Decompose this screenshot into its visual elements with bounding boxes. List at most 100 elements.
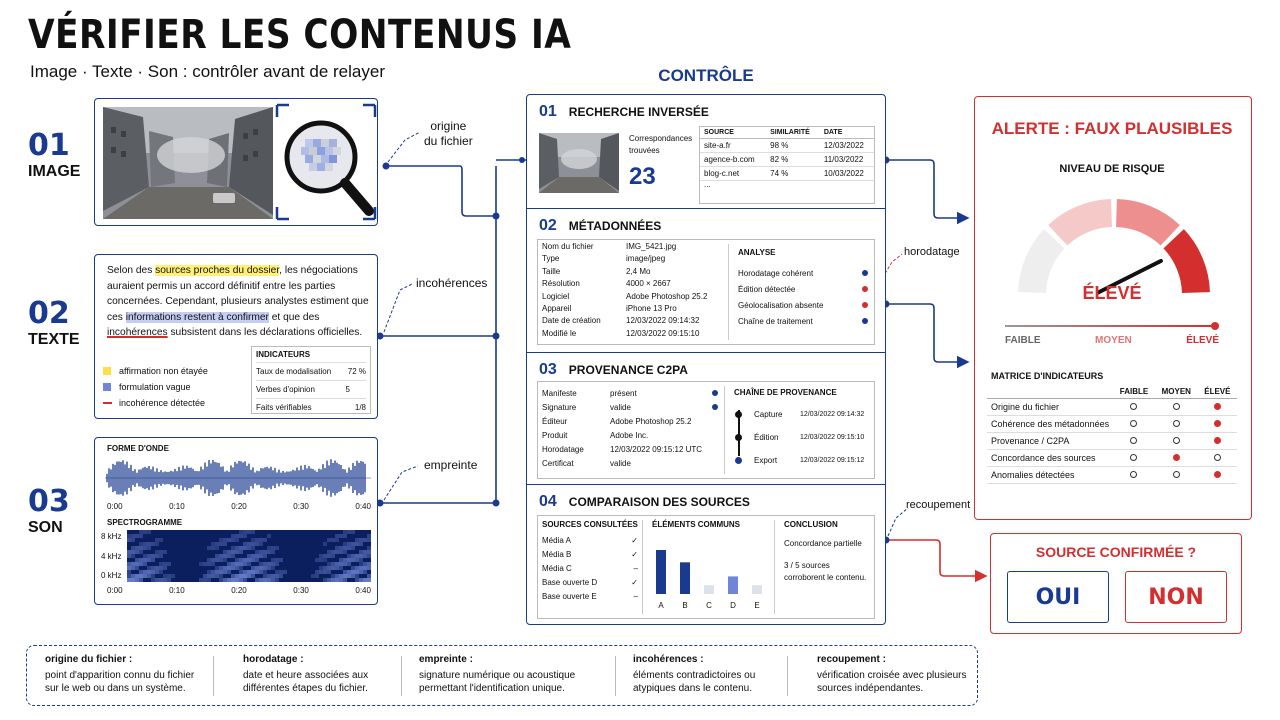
c2pa-key: Horodatage xyxy=(542,444,584,454)
spectrogram-cell xyxy=(215,574,219,578)
spectrogram-cell xyxy=(131,550,135,554)
text-legend: affirmation non étayée formulation vague… xyxy=(103,363,208,411)
text-segment: , les négociations auraient permis un ac… xyxy=(107,265,369,323)
spectrogram-cell xyxy=(139,558,143,562)
no-button[interactable]: NON xyxy=(1125,571,1227,623)
gauge-value: ÉLEVÉ xyxy=(1082,283,1142,303)
status-dot xyxy=(862,318,868,324)
c2pa-key: Certificat xyxy=(542,458,574,468)
spectrogram-cell xyxy=(135,550,139,554)
spectrogram-cell xyxy=(367,534,371,538)
glossary-definition: vérification croisée avec plusieurs sour… xyxy=(817,670,967,694)
meta-key: Nom du fichier xyxy=(542,242,594,251)
spectrogram-cell xyxy=(227,570,231,574)
spectrogram-cell xyxy=(151,578,155,582)
spectrogram-cell xyxy=(231,578,235,582)
spectrogram-cell xyxy=(159,570,163,574)
date-cell: 12/03/2022 xyxy=(819,138,874,153)
spectrogram-cell xyxy=(155,542,159,546)
spectrogram-cell xyxy=(343,574,347,578)
bar-label: A xyxy=(658,601,664,610)
c2pa-value: Adobe Photoshop 25.2 xyxy=(610,416,692,426)
consulted-item: Média B✓ xyxy=(542,547,638,561)
check-icon: ✓ xyxy=(631,577,638,587)
spectrogram-cell xyxy=(143,574,147,578)
spectrogram-cell xyxy=(207,578,211,582)
spectrogram-cell xyxy=(243,542,247,546)
spectrogram-cell xyxy=(235,566,239,570)
spectrogram-cell xyxy=(235,534,239,538)
spectrogram-cell xyxy=(223,570,227,574)
category-number: 02 xyxy=(28,296,70,331)
section-number: 04 xyxy=(539,493,557,510)
spectrogram-cell xyxy=(139,546,143,550)
spectrogram-cell xyxy=(339,546,343,550)
spectrogram-cell xyxy=(327,550,331,554)
spectrogram-cell xyxy=(127,574,131,578)
spectrogram-cell xyxy=(347,558,351,562)
table-row[interactable]: agence-b.com 82 % 11/03/2022 xyxy=(700,152,874,167)
spectrogram-cell xyxy=(271,574,275,578)
spectrogram-cell xyxy=(347,546,351,550)
c2pa-key: Éditeur xyxy=(542,416,568,426)
spectrogram-cell xyxy=(163,574,167,578)
spectrogram-cell xyxy=(131,566,135,570)
spectrogram-cell xyxy=(275,578,279,582)
spectrogram-cell xyxy=(331,566,335,570)
spectrogram-cell xyxy=(163,578,167,582)
spectrogram-cell xyxy=(363,578,367,582)
spectrogram-cell xyxy=(331,574,335,578)
spectrogram-cell xyxy=(335,546,339,550)
spectrogram-cell xyxy=(267,534,271,538)
legend-label: formulation vague xyxy=(119,382,191,392)
section-title: RECHERCHE INVERSÉE xyxy=(568,105,709,119)
consulted-item: Média A✓ xyxy=(542,533,638,547)
spectrogram-cell xyxy=(135,534,139,538)
spectrogram-cell xyxy=(239,546,243,550)
spectrogram-cell xyxy=(255,566,259,570)
spectrogram-cell xyxy=(127,566,131,570)
spectrogram-cell xyxy=(347,574,351,578)
matrix-row-label: Cohérence des métadonnées xyxy=(987,415,1114,433)
filled-dot-icon xyxy=(1213,403,1221,410)
gauge-segment xyxy=(1048,199,1112,246)
glossary-term: recoupement : xyxy=(817,654,886,665)
spectrogram-cell xyxy=(355,558,359,562)
spectrogram-cell xyxy=(247,558,251,562)
table-row[interactable]: site-a.fr 98 % 12/03/2022 xyxy=(700,138,874,153)
spectrogram-cell xyxy=(151,554,155,558)
consulted-item: Base ouverte E– xyxy=(542,589,638,603)
yes-button[interactable]: OUI xyxy=(1007,571,1109,623)
table-row[interactable]: blog-c.net 74 % 10/03/2022 xyxy=(700,166,874,181)
gauge-segment xyxy=(1163,229,1210,293)
spectrogram-cell xyxy=(343,558,347,562)
status-dot xyxy=(862,302,868,308)
category-sound: 03 SON xyxy=(28,484,88,537)
indicators-title: INDICATEURS xyxy=(256,350,311,359)
spectrogram-cell xyxy=(223,550,227,554)
spectrogram-cell xyxy=(255,542,259,546)
date-cell: 10/03/2022 xyxy=(819,166,874,181)
spectrogram-cell xyxy=(327,554,331,558)
conclusion-verdict: Concordance partielle xyxy=(784,539,862,548)
scale-label-mid: MOYEN xyxy=(1095,335,1132,346)
scale-label-low: FAIBLE xyxy=(1005,335,1041,346)
control-title: CONTRÔLE xyxy=(658,66,754,85)
spectrogram-cell xyxy=(327,566,331,570)
spectrogram-cell xyxy=(355,578,359,582)
chain-date: 12/03/2022 09:14:32 xyxy=(800,411,865,418)
spectrogram-cell xyxy=(211,546,215,550)
spectrogram-cell xyxy=(347,554,351,558)
spectrogram-cell xyxy=(259,550,263,554)
time-tick: 0:00 xyxy=(107,502,123,511)
spectrogram-cell xyxy=(247,542,251,546)
spectrogram-cell xyxy=(363,538,367,542)
spectrogram-cell xyxy=(231,554,235,558)
divider xyxy=(724,386,725,474)
spectrogram-cell xyxy=(127,538,131,542)
spectrogram-cell xyxy=(363,554,367,558)
spectrogram-cell xyxy=(271,550,275,554)
matrix-row-label: Origine du fichier xyxy=(987,398,1114,416)
